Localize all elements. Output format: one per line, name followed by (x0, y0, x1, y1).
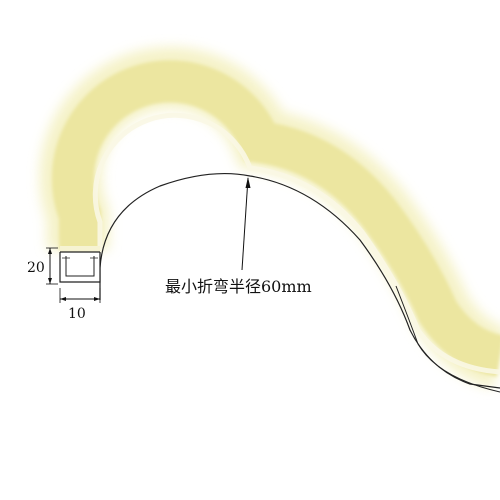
profile-cross-section (59, 246, 101, 283)
strip-side-outline (395, 285, 500, 393)
bend-radius-leader (241, 177, 251, 271)
height-label: 20 (27, 260, 45, 276)
strip-body (51, 60, 500, 377)
width-dimension: 10 (59, 288, 101, 322)
profile-channel-outline (59, 251, 101, 283)
strip-base-outline (99, 172, 500, 389)
bend-radius-label: 最小折弯半径60mm (165, 277, 312, 296)
height-dimension: 20 (27, 247, 58, 285)
profile-inner-channel (65, 256, 95, 277)
strip-inner-edge (92, 112, 500, 375)
width-label: 10 (68, 306, 86, 322)
